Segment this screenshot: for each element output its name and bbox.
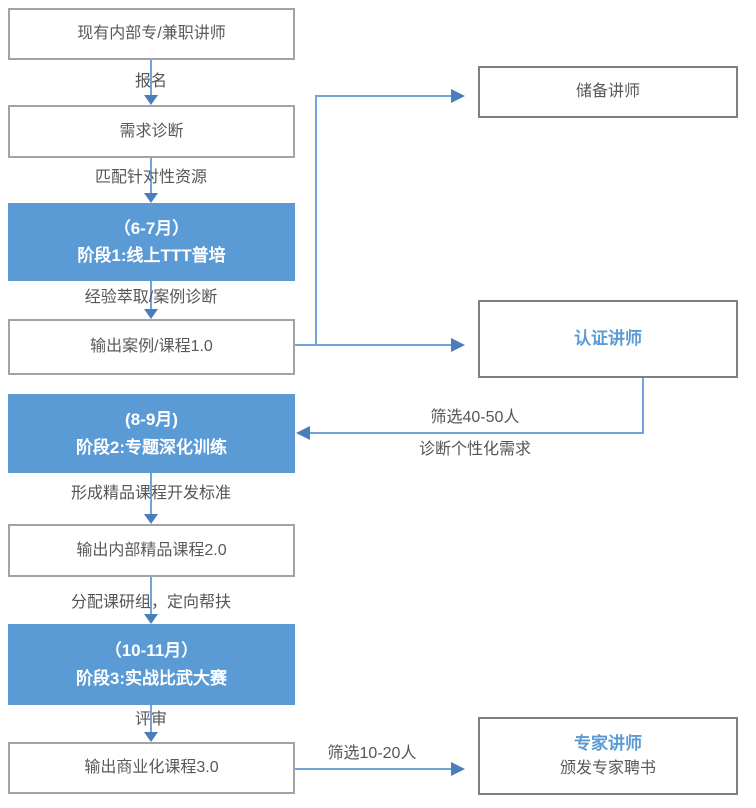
node-output-1: 输出案例/课程1.0 — [8, 319, 295, 375]
connector-certified-drop — [642, 378, 644, 434]
edge-label-match-resources: 匹配针对性资源 — [94, 169, 208, 186]
stage1-period: （6-7月） — [113, 218, 190, 238]
edge-label-signup: 报名 — [134, 73, 168, 90]
connector-stage2-to-output2 — [150, 473, 152, 515]
edge-label-select-40-50: 筛选40-50人 — [430, 409, 520, 426]
connector-stage1-to-output1 — [150, 281, 152, 310]
node-source: 现有内部专/兼职讲师 — [8, 8, 295, 60]
node-stage1: （6-7月） 阶段1:线上TTT普培 — [8, 203, 295, 281]
arrowhead-down-icon — [144, 732, 158, 742]
node-expert-lecturer-subtitle: 颁发专家聘书 — [559, 759, 656, 777]
stage2-period: (8-9月) — [125, 410, 178, 430]
arrowhead-down-icon — [144, 614, 158, 624]
connector-stage3-to-output3 — [150, 705, 152, 733]
node-expert-lecturer: 专家讲师 颁发专家聘书 — [478, 717, 738, 795]
edge-label-select-10-20: 筛选10-20人 — [327, 745, 417, 762]
edge-label-course-standard: 形成精品课程开发标准 — [70, 485, 232, 502]
connector-branch-up — [315, 95, 317, 345]
arrowhead-down-icon — [144, 309, 158, 319]
arrowhead-right-icon — [451, 338, 465, 352]
stage3-period: （10-11月） — [104, 641, 199, 661]
node-stage2: (8-9月) 阶段2:专题深化训练 — [8, 394, 295, 473]
connector-diagnosis-to-stage1 — [150, 158, 152, 194]
arrowhead-down-icon — [144, 193, 158, 203]
arrowhead-left-icon — [296, 426, 310, 440]
node-certified-lecturer: 认证讲师 — [478, 300, 738, 378]
stage1-title: 阶段1:线上TTT普培 — [77, 246, 226, 265]
arrowhead-down-icon — [144, 514, 158, 524]
edge-label-experience-extraction: 经验萃取/案例诊断 — [84, 289, 218, 306]
connector-source-to-diagnosis — [150, 60, 152, 96]
arrowhead-down-icon — [144, 95, 158, 105]
connector-branch-to-reserve — [315, 95, 451, 97]
edge-label-assign-groups: 分配课研组，定向帮扶 — [70, 594, 232, 611]
connector-output3-to-expert — [295, 768, 451, 770]
node-output-3: 输出商业化课程3.0 — [8, 742, 295, 794]
node-reserve-lecturer: 储备讲师 — [478, 66, 738, 118]
node-reserve-lecturer-label: 储备讲师 — [575, 83, 640, 101]
node-demand-diagnosis-label: 需求诊断 — [119, 122, 184, 140]
node-output-1-label: 输出案例/课程1.0 — [90, 338, 213, 356]
stage2-title: 阶段2:专题深化训练 — [75, 437, 228, 457]
stage3-title: 阶段3:实战比武大赛 — [75, 668, 228, 688]
edge-label-diagnose-individual: 诊断个性化需求 — [418, 441, 532, 458]
node-output-2: 输出内部精品课程2.0 — [8, 524, 295, 577]
node-certified-lecturer-label: 认证讲师 — [574, 328, 642, 348]
node-source-label: 现有内部专/兼职讲师 — [77, 25, 226, 43]
arrowhead-right-icon — [451, 762, 465, 776]
node-output-3-label: 输出商业化课程3.0 — [84, 759, 219, 777]
node-stage3: （10-11月） 阶段3:实战比武大赛 — [8, 624, 295, 705]
connector-output2-to-stage3 — [150, 577, 152, 615]
arrowhead-right-icon — [451, 89, 465, 103]
node-expert-lecturer-title: 专家讲师 — [574, 734, 642, 754]
edge-label-review: 评审 — [134, 711, 168, 728]
connector-output1-to-certified — [295, 344, 451, 346]
node-demand-diagnosis: 需求诊断 — [8, 105, 295, 158]
node-output-2-label: 输出内部精品课程2.0 — [76, 541, 227, 559]
connector-certified-to-stage2 — [309, 432, 644, 434]
